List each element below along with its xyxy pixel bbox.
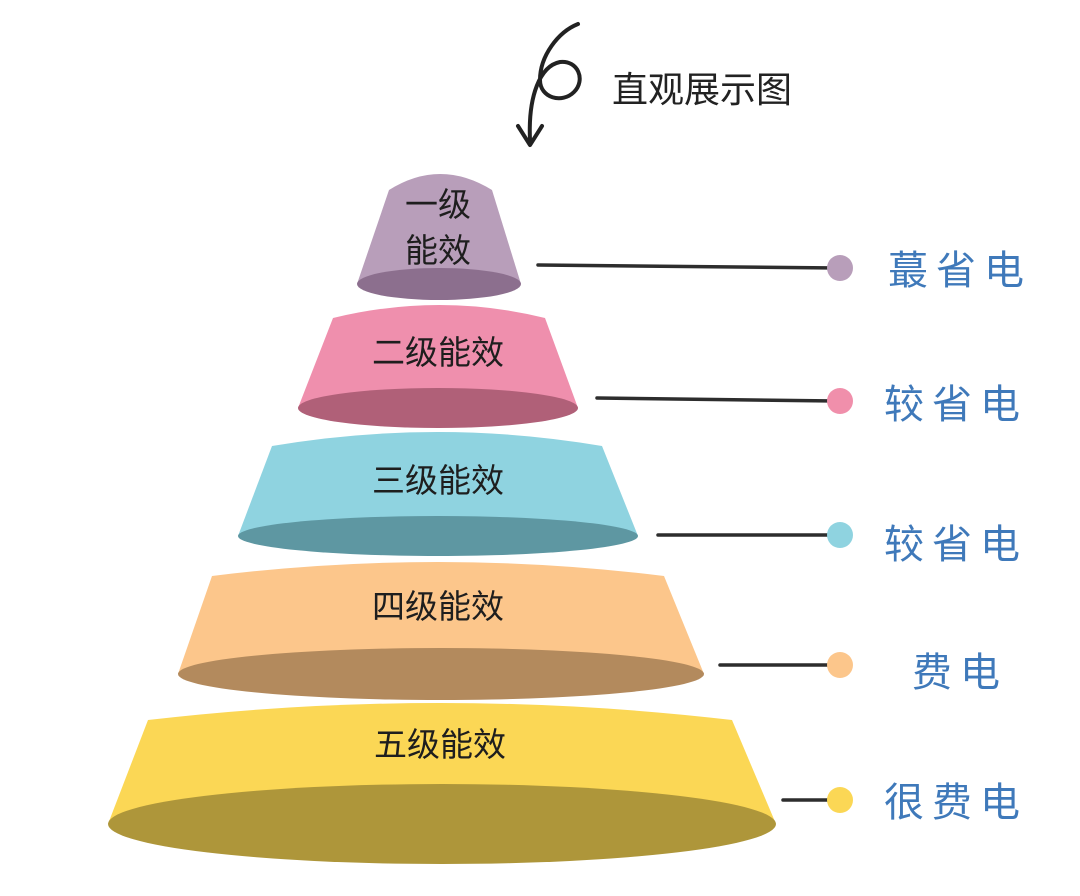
tier-1-level-one: 一级 能效 xyxy=(357,174,521,300)
tier-1-dot xyxy=(827,255,853,281)
tier-4-base-ellipse xyxy=(178,648,704,700)
tier-4-annotation: 费电 xyxy=(912,650,1008,696)
tier-2-connector xyxy=(595,396,838,403)
tier-2-level-two: 二级能效 xyxy=(298,305,578,428)
tier-4-dot xyxy=(827,652,853,678)
curly-arrow-icon xyxy=(516,22,582,147)
tier-5-level-five: 五级能效 xyxy=(108,703,776,864)
tier-5-base-ellipse xyxy=(108,784,776,864)
tier-1-annotation: 蕞省电 xyxy=(888,248,1032,294)
tier-3-level-three: 三级能效 xyxy=(238,432,638,556)
tier-3-dot xyxy=(827,522,853,548)
tier-3-base-ellipse xyxy=(238,516,638,556)
tier-5-dot xyxy=(827,787,853,813)
tier-3-body xyxy=(238,432,638,536)
tier-1-connector xyxy=(536,263,840,270)
tier-4-level-four: 四级能效 xyxy=(178,562,704,700)
tier-4-body xyxy=(178,562,704,674)
tier-1-base-ellipse xyxy=(357,268,521,300)
tier-4-label: 四级能效 xyxy=(372,587,504,626)
tier-2-base-ellipse xyxy=(298,388,578,428)
tier-1-label-line2: 能效 xyxy=(405,231,471,270)
tier-2-body xyxy=(298,305,578,408)
tier-2-dot xyxy=(827,388,853,414)
diagram-title: 直观展示图 xyxy=(612,70,792,111)
tier-5-annotation: 很费电 xyxy=(884,780,1028,826)
tier-3-label: 三级能效 xyxy=(372,461,504,500)
tier-1-label-line1: 一级 xyxy=(405,185,471,224)
tier-5-label: 五级能效 xyxy=(374,725,506,764)
tier-1-body xyxy=(357,174,521,284)
tier-2-label: 二级能效 xyxy=(372,333,504,372)
tier-3-annotation: 较省电 xyxy=(884,522,1028,568)
tier-2-annotation: 较省电 xyxy=(884,382,1028,428)
